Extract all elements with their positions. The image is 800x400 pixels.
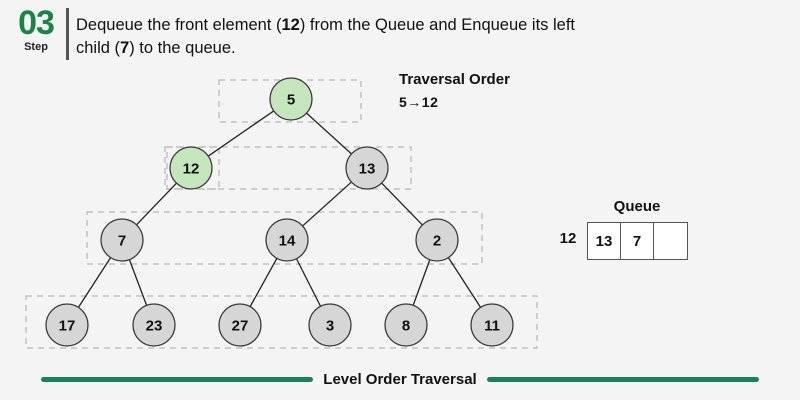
tree-node-label-12: 12	[183, 161, 200, 178]
instruction-line2-pre: Enqueue its left child (	[76, 16, 576, 57]
tree-node-27[interactable]: 27	[218, 303, 262, 347]
tree-node-13[interactable]: 13	[345, 146, 389, 190]
instruction-line1-pre: Dequeue the front element (	[76, 16, 282, 34]
header-divider	[66, 8, 69, 60]
tree-nodes-group: 5 12 13 7 14 2 17 23 27 3 8 11	[45, 77, 514, 347]
footer-banner: Level Order Traversal	[0, 368, 800, 390]
tree-edge-13-14	[302, 181, 352, 227]
instruction-line2-post: ) to the queue.	[129, 39, 236, 57]
tree-node-label-7: 7	[118, 233, 126, 250]
tree-edge-13-2	[381, 182, 423, 226]
tree-node-circle-17[interactable]	[45, 303, 89, 347]
level-box-root	[218, 79, 362, 123]
step-number: 03	[18, 4, 55, 42]
tree-node-circle-27[interactable]	[218, 303, 262, 347]
tree-edge-2-11	[447, 257, 482, 308]
tree-node-11[interactable]: 11	[470, 303, 514, 347]
tree-node-label-13: 13	[359, 161, 376, 178]
tree-node-circle-11[interactable]	[470, 303, 514, 347]
level-box-two	[166, 146, 412, 190]
tree-edge-12-7	[136, 182, 177, 226]
level-box-three	[86, 211, 483, 265]
tree-node-3[interactable]: 3	[308, 303, 352, 347]
tree-node-circle-2[interactable]	[415, 218, 459, 262]
queue-cell-2	[654, 223, 687, 259]
tree-node-circle-8[interactable]	[384, 303, 428, 347]
tree-node-5[interactable]: 5	[269, 77, 313, 121]
tree-edge-14-3	[295, 258, 322, 307]
footer-rule-right	[486, 376, 759, 382]
traversal-order-sequence: 5→12	[399, 94, 439, 110]
tree-node-2[interactable]: 2	[415, 218, 459, 262]
tree-node-label-8: 8	[402, 318, 410, 335]
tree-node-7[interactable]: 7	[100, 218, 144, 262]
tree-edge-2-8	[412, 259, 431, 306]
tree-edge-7-17	[77, 257, 112, 308]
footer-rule-left	[41, 376, 314, 382]
tree-node-circle-14[interactable]	[265, 218, 309, 262]
tree-node-label-5: 5	[287, 92, 295, 109]
tree-edge-14-27	[249, 258, 278, 307]
tree-node-circle-5[interactable]	[269, 77, 313, 121]
step-instruction: Dequeue the front element (12) from the …	[76, 14, 596, 60]
tree-node-17[interactable]: 17	[45, 303, 89, 347]
tree-node-12[interactable]: 12	[169, 146, 213, 190]
tree-node-circle-3[interactable]	[308, 303, 352, 347]
tree-node-label-11: 11	[484, 318, 500, 335]
tree-node-23[interactable]: 23	[132, 303, 176, 347]
queue-cell-0: 13	[588, 223, 621, 259]
level-box-12	[164, 146, 220, 190]
instruction-line2-bold: 7	[120, 39, 130, 57]
step-badge: 03 Step	[8, 6, 64, 54]
tree-node-circle-13[interactable]	[345, 146, 389, 190]
tree-node-14[interactable]: 14	[265, 218, 309, 262]
tree-node-8[interactable]: 8	[384, 303, 428, 347]
queue-cell-1: 7	[621, 223, 654, 259]
instruction-line1-post: ) from the Queue and	[299, 16, 457, 34]
level-box-four	[25, 295, 538, 349]
traversal-order-title: Traversal Order	[399, 71, 510, 88]
tree-node-circle-7[interactable]	[100, 218, 144, 262]
tree-node-label-14: 14	[279, 233, 296, 250]
tree-edge-5-13	[306, 112, 352, 155]
tree-node-label-23: 23	[146, 318, 163, 335]
step-word-label: Step	[24, 41, 48, 53]
tree-node-circle-23[interactable]	[132, 303, 176, 347]
tree-edge-5-12	[207, 110, 275, 157]
footer-label: Level Order Traversal	[323, 370, 477, 388]
tree-node-label-27: 27	[232, 318, 249, 335]
tree-node-label-17: 17	[59, 318, 76, 335]
tree-node-label-3: 3	[326, 318, 334, 335]
queue-title: Queue	[613, 198, 661, 215]
tree-node-circle-12[interactable]	[169, 146, 213, 190]
level-boxes-group	[25, 79, 538, 349]
instruction-line1-bold: 12	[281, 16, 300, 34]
queue-dequeued-value: 12	[559, 230, 577, 247]
tree-node-label-2: 2	[433, 233, 441, 250]
tree-edge-7-23	[128, 259, 148, 306]
tree-edges-group	[77, 110, 482, 308]
